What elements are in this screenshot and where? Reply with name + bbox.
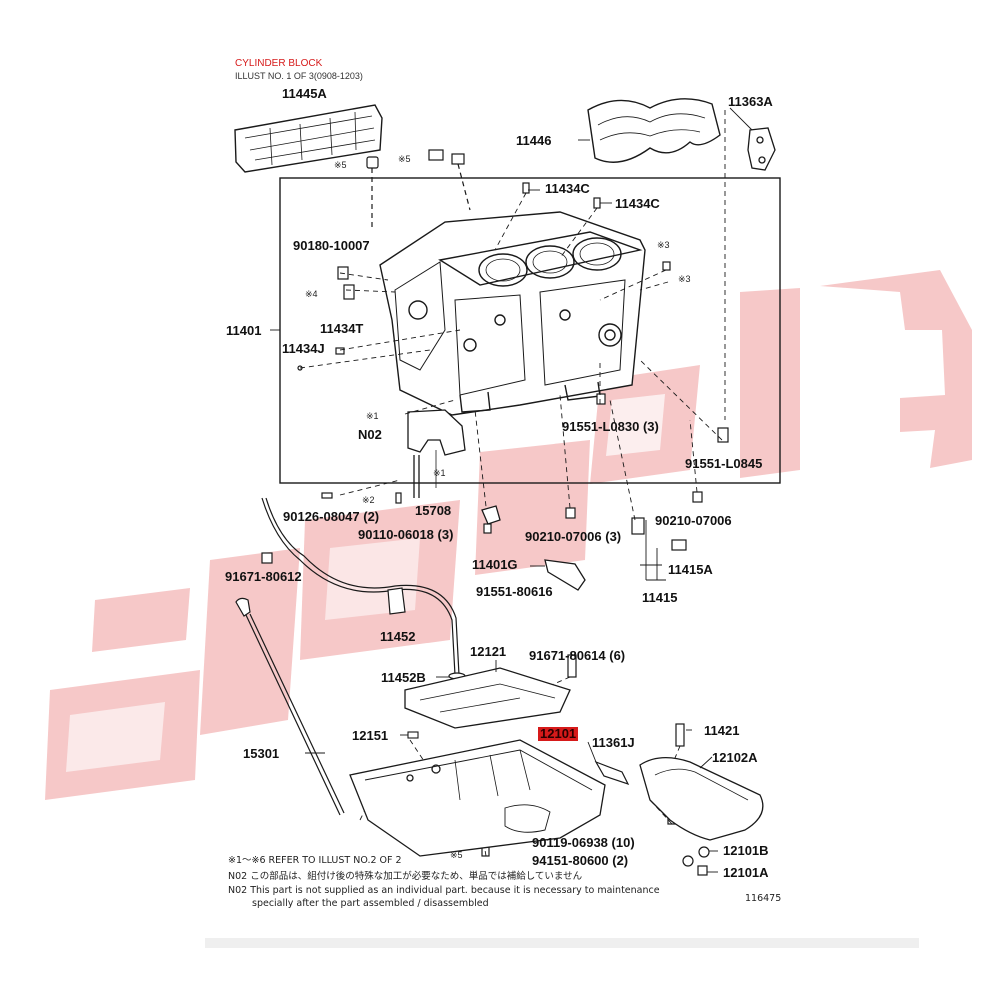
label-90210-07006[interactable]: 90210-07006 [655,513,732,528]
part-11452-shape [261,497,466,680]
label-11445a[interactable]: 11445A [282,86,327,101]
label-12121[interactable]: 12121 [470,644,507,659]
label-15708[interactable]: 15708 [415,503,452,518]
label-11452[interactable]: 11452 [380,629,416,644]
label-11421[interactable]: 11421 [704,723,740,738]
top-plugs [366,149,471,230]
label-11415a[interactable]: 11415A [668,562,713,577]
part-12151-shape [407,731,419,739]
label-12101b[interactable]: 12101B [723,843,769,858]
part-11445a-shape [234,104,383,173]
label-90126-08047[interactable]: 90126-08047 (2) [283,509,380,524]
note-n02-english-1: N02 This part is not supplied as an indi… [228,885,660,896]
label-11434c-1[interactable]: 11434C [545,181,590,196]
label-11434t[interactable]: 11434T [320,321,364,336]
label-12151[interactable]: 12151 [352,728,389,743]
ref-mark-3a: ※3 [657,240,670,250]
leader-lines [299,110,726,857]
part-12102a-shape [639,757,764,841]
label-11452b[interactable]: 11452B [381,670,426,685]
part-12121-shape [404,667,571,729]
part-11361j-shape [594,760,630,786]
label-12102a[interactable]: 12102A [712,750,758,765]
note-n02-english-2: specially after the part assembled / dis… [252,898,489,909]
diagram-title: CYLINDER BLOCK [235,58,323,69]
part-15301-shape [235,597,345,816]
solid-leaders [270,107,753,873]
part-12101-shape [349,739,606,857]
illustration-number: 116475 [745,893,782,904]
label-11434c-2[interactable]: 11434C [615,196,660,211]
ref-mark-2: ※2 [362,495,375,505]
label-90180-10007[interactable]: 90180-10007 [293,238,370,253]
label-91671-80614[interactable]: 91671-80614 (6) [529,648,626,663]
diagram-subtitle: ILLUST NO. 1 OF 3(0908-1203) [235,71,363,81]
label-90210-07006-3[interactable]: 90210-07006 (3) [525,529,622,544]
ref-mark-1a: ※1 [366,411,379,421]
label-90119-06938[interactable]: 90119-06938 (10) [532,835,635,850]
label-11434j[interactable]: 11434J [282,341,325,356]
label-11401[interactable]: 11401 [226,323,262,338]
label-90110-06018[interactable]: 90110-06018 (3) [358,527,454,542]
label-11446[interactable]: 11446 [516,133,552,148]
label-11361j[interactable]: 11361J [592,735,635,750]
ref-mark-3b: ※3 [678,274,691,284]
label-94151-80600[interactable]: 94151-80600 (2) [532,853,629,868]
part-11401g-shape [481,505,586,591]
label-11415[interactable]: 11415 [642,590,678,605]
note-n02-japanese: N02 この部品は、組付け後の特殊な加工が必要なため、単品では補給していません [228,871,583,882]
label-11401g[interactable]: 11401G [472,557,518,572]
label-91671-80612[interactable]: 91671-80612 [225,569,302,584]
ref-mark-5b: ※5 [398,154,411,164]
label-91551-l0845[interactable]: 91551-L0845 [685,456,763,471]
block-frame [279,177,781,484]
label-12101a[interactable]: 12101A [723,865,769,880]
label-12101-highlighted[interactable]: 12101 [538,726,579,741]
label-15301[interactable]: 15301 [243,746,280,761]
part-n02-shape [407,409,466,498]
label-11363a[interactable]: 11363A [728,94,773,109]
bottom-strip [205,938,919,948]
ref-mark-5c: ※5 [450,850,463,860]
note-refer: ※1～※6 REFER TO ILLUST NO.2 OF 2 [228,855,402,866]
ref-mark-4: ※4 [305,289,318,299]
ref-mark-1b: ※1 [433,468,446,478]
engine-block-shape [379,211,646,416]
part-11363a-shape [747,127,776,171]
label-91551-l0830[interactable]: 91551-L0830 (3) [562,419,659,434]
label-n02[interactable]: N02 [358,427,382,442]
ref-mark-5a: ※5 [334,160,347,170]
label-91551-80616[interactable]: 91551-80616 [476,584,553,599]
watermark [45,270,972,800]
part-11446-shape [587,98,721,163]
